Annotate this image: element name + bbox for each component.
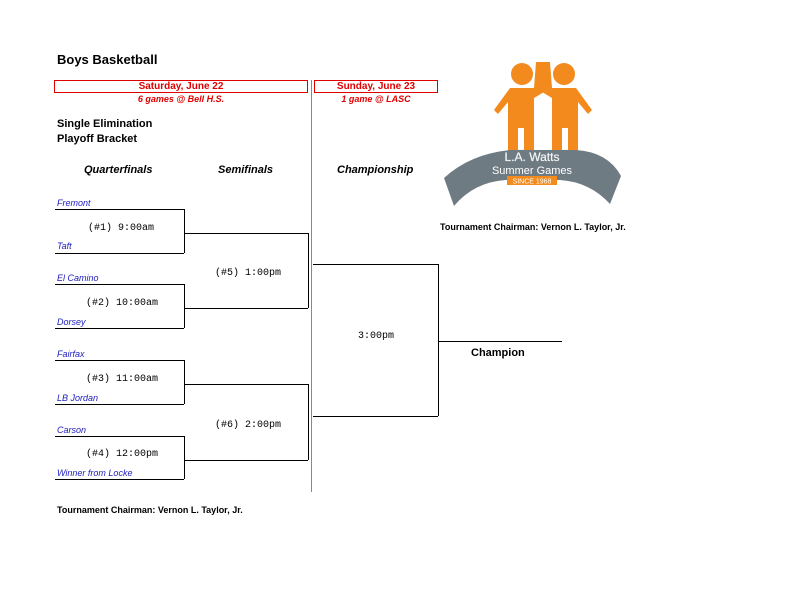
bracket-line	[55, 253, 184, 254]
chairman-bottom: Tournament Chairman: Vernon L. Taylor, J…	[57, 505, 243, 515]
day-sub-saturday: 6 games @ Bell H.S.	[137, 94, 225, 104]
game-label-5: (#5) 1:00pm	[215, 268, 282, 279]
logo-text-line2: Summer Games	[492, 165, 573, 177]
bracket-line	[308, 233, 309, 308]
logo-figures-icon: L.A. Watts Summer Games SINCE 1968	[444, 62, 621, 206]
team-slot-1: Fremont	[57, 198, 91, 208]
bracket-line	[55, 209, 184, 210]
bracket-line	[313, 264, 438, 265]
game-label-3: (#3) 11:00am	[86, 374, 159, 385]
bracket-line	[184, 360, 185, 404]
game-label-2: (#2) 10:00am	[86, 298, 159, 309]
bracket-type-line1: Single Elimination	[57, 118, 153, 130]
game-label-final: 3:00pm	[358, 331, 395, 342]
team-slot-7: Carson	[57, 425, 87, 435]
game-label-1: (#1) 9:00am	[88, 223, 155, 234]
team-slot-6: LB Jordan	[57, 393, 99, 403]
day-header-sunday: Sunday, June 23	[314, 80, 438, 93]
bracket-type-line2: Playoff Bracket	[57, 133, 138, 145]
la-watts-summer-games-logo: L.A. Watts Summer Games SINCE 1968	[440, 58, 625, 210]
game-label-6: (#6) 2:00pm	[215, 420, 282, 431]
bracket-line	[184, 209, 185, 253]
bracket-line	[313, 416, 438, 417]
bracket-line	[308, 384, 309, 460]
bracket-line	[55, 479, 184, 480]
bracket-line	[55, 404, 184, 405]
game-label-4: (#4) 12:00pm	[86, 449, 159, 460]
round-header-championship: Championship	[337, 164, 414, 176]
bracket-line	[184, 460, 308, 461]
bracket-line	[55, 284, 184, 285]
logo-text-line1: L.A. Watts	[505, 150, 560, 164]
bracket-line	[184, 436, 185, 479]
day-divider-line	[311, 80, 312, 492]
team-slot-5: Fairfax	[57, 349, 85, 359]
chairman-top: Tournament Chairman: Vernon L. Taylor, J…	[440, 222, 626, 232]
day-sub-sunday: 1 game @ LASC	[341, 94, 411, 104]
champion-line	[438, 341, 562, 342]
bracket-line	[184, 233, 308, 234]
bracket-line	[184, 384, 308, 385]
bracket-line	[55, 360, 184, 361]
bracket-line	[184, 284, 185, 328]
page-title: Boys Basketball	[57, 52, 158, 67]
champion-label: Champion	[471, 347, 525, 359]
bracket-line	[55, 436, 184, 437]
bracket-line	[184, 308, 308, 309]
round-header-quarterfinals: Quarterfinals	[84, 164, 153, 176]
round-header-semifinals: Semifinals	[218, 164, 274, 176]
bracket-line	[55, 328, 184, 329]
team-slot-3: El Camino	[57, 273, 99, 283]
team-slot-4: Dorsey	[57, 317, 86, 327]
day-header-saturday: Saturday, June 22	[54, 80, 308, 93]
team-slot-2: Taft	[57, 241, 72, 251]
logo-text-since: SINCE 1968	[513, 179, 552, 186]
team-slot-8: Winner from Locke	[57, 468, 133, 478]
bracket-line	[438, 264, 439, 416]
